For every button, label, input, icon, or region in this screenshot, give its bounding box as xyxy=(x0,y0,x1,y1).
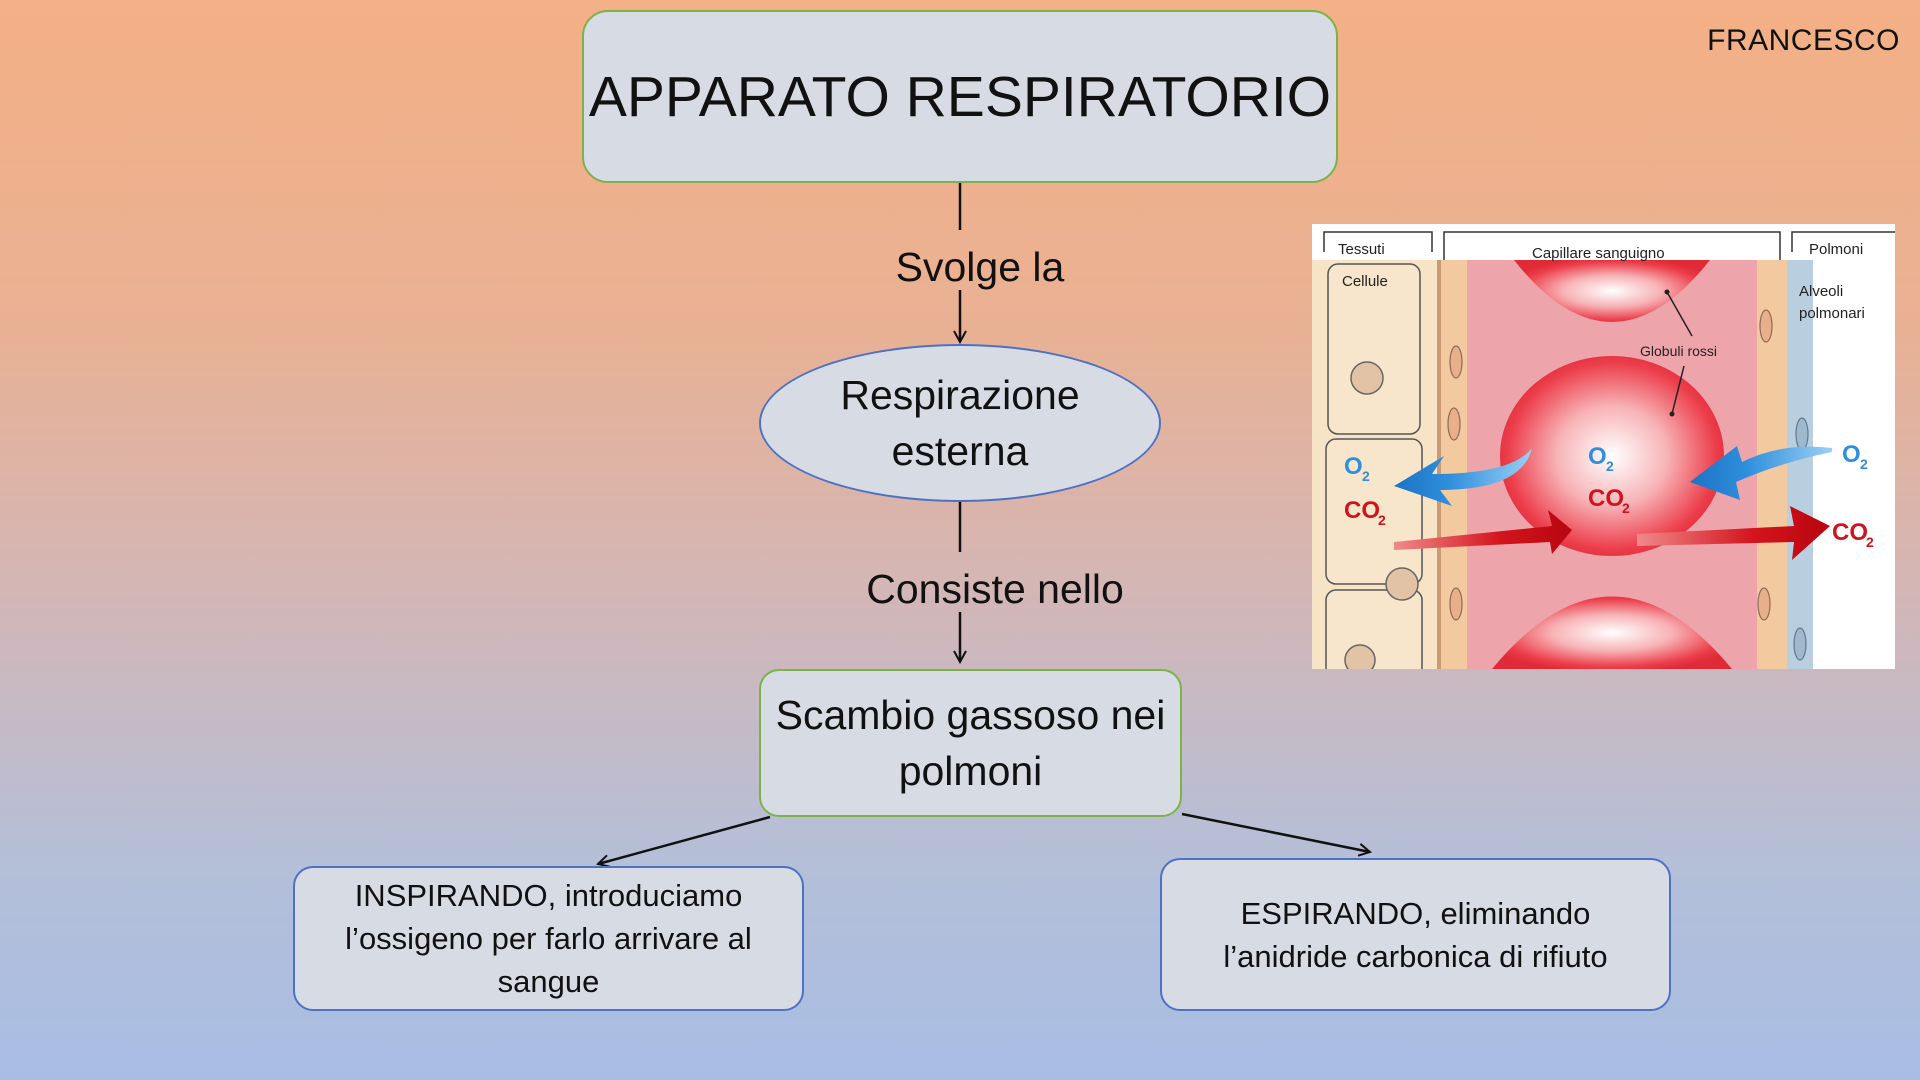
respirazione-node: Respirazione esterna xyxy=(759,344,1161,502)
gas-label-o2-left: O 2 xyxy=(1344,453,1370,484)
scambio-node: Scambio gassoso nei polmoni xyxy=(759,669,1182,817)
o2-arrow-left xyxy=(1394,448,1532,506)
gas-label-o2-center: O 2 xyxy=(1588,443,1614,474)
gas-label-co2-left: CO 2 xyxy=(1344,497,1386,528)
label-capillare: Capillare sanguigno xyxy=(1532,245,1665,262)
label-globuli: Globuli rossi xyxy=(1640,343,1717,359)
svg-text:O: O xyxy=(1588,443,1607,470)
svg-text:CO: CO xyxy=(1832,519,1868,546)
label-alveoli-2: polmonari xyxy=(1799,305,1865,322)
gas-label-o2-right: O 2 xyxy=(1842,441,1868,472)
bracket-tessuti xyxy=(1323,231,1433,252)
o2-arrow-right xyxy=(1690,446,1832,500)
svg-text:O: O xyxy=(1344,453,1363,480)
link-label-consiste: Consiste nello xyxy=(866,566,1124,612)
cell-nucleus xyxy=(1350,361,1384,395)
svg-text:2: 2 xyxy=(1378,512,1386,528)
inspirando-node: INSPIRANDO, introduciamo l’ossigeno per … xyxy=(293,866,804,1011)
author-name: FRANCESCO xyxy=(1707,24,1900,57)
svg-text:2: 2 xyxy=(1362,468,1370,484)
cell-nucleus xyxy=(1385,567,1419,601)
connector-right-branch xyxy=(1181,812,1370,852)
svg-text:2: 2 xyxy=(1606,458,1614,474)
title-node: APPARATO RESPIRATORIO xyxy=(582,10,1338,183)
connector-left-branch xyxy=(598,815,771,864)
co2-arrow-right xyxy=(1637,506,1830,560)
svg-text:2: 2 xyxy=(1622,500,1630,516)
label-tessuti: Tessuti xyxy=(1338,241,1385,258)
bracket-capillare xyxy=(1443,231,1781,260)
red-blood-cell xyxy=(1500,356,1724,556)
label-alveoli-1: Alveoli xyxy=(1799,283,1843,300)
svg-text:CO: CO xyxy=(1588,485,1624,512)
bracket-polmoni xyxy=(1791,231,1895,252)
label-cellule: Cellule xyxy=(1342,273,1388,290)
label-polmoni: Polmoni xyxy=(1809,241,1863,258)
svg-text:CO: CO xyxy=(1344,497,1380,524)
svg-text:O: O xyxy=(1842,441,1861,468)
svg-text:2: 2 xyxy=(1860,456,1868,472)
espirando-node: ESPIRANDO, eliminando l’anidride carboni… xyxy=(1160,858,1671,1011)
co2-arrow-left xyxy=(1394,510,1572,554)
red-blood-cell xyxy=(1514,260,1710,322)
link-label-svolge: Svolge la xyxy=(895,244,1065,290)
gas-exchange-illustration: Tessuti Capillare sanguigno Polmoni Cell… xyxy=(1312,224,1895,669)
gas-label-co2-right: CO 2 xyxy=(1832,519,1874,550)
cell-nucleus xyxy=(1344,644,1376,669)
svg-text:2: 2 xyxy=(1866,534,1874,550)
gas-label-co2-center: CO 2 xyxy=(1588,485,1630,516)
cell-shape xyxy=(1327,263,1421,435)
red-blood-cell xyxy=(1492,596,1732,669)
